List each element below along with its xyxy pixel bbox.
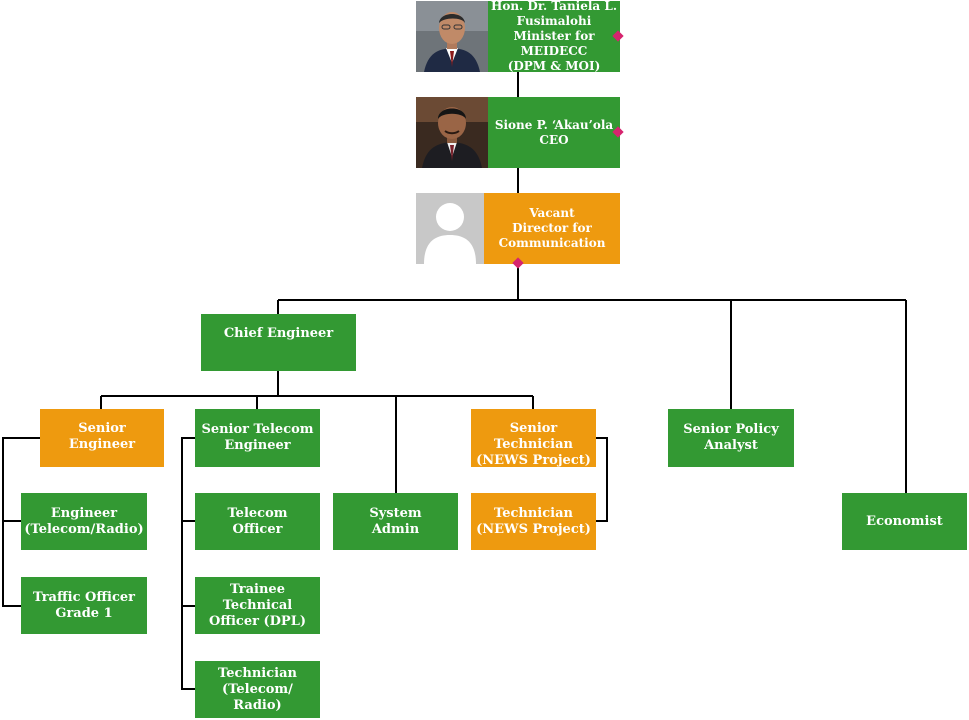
telecom-officer-line2: Officer <box>232 521 283 537</box>
director-line2: Director for <box>512 221 592 235</box>
director-line1: Vacant <box>529 206 575 220</box>
technician-telecom-box: Technician (Telecom/ Radio) <box>195 661 320 718</box>
trainee-technical-officer-box: Trainee Technical Officer (DPL) <box>195 577 320 634</box>
minister-label: Hon. Dr. Taniela L. Fusimalohi Minister … <box>488 0 620 73</box>
minister-title: Minister for MEIDECC <box>513 29 595 58</box>
minister-subtitle: (DPM & MOI) <box>507 59 601 73</box>
engineer-line1: Engineer <box>50 505 118 521</box>
economist-box: Economist <box>842 493 967 550</box>
connector-senior-telecom-branch <box>181 437 195 690</box>
senior-technician-line2: (NEWS Project) <box>476 453 591 468</box>
senior-engineer-label: Senior Engineer <box>68 421 136 452</box>
ceo-label: Sione P. ‘Akau’ola CEO <box>488 97 620 168</box>
connector-senior-technician-branch <box>596 437 608 522</box>
technician-telecom-line3: Radio) <box>233 697 282 713</box>
chief-engineer-box: Chief Engineer <box>201 314 356 371</box>
senior-policy-analyst-line1: Senior Policy <box>683 422 779 437</box>
trainee-technical-officer-line2: Officer (DPL) <box>209 613 306 629</box>
technician-news-box: Technician (NEWS Project) <box>471 493 596 550</box>
traffic-officer-line2: Grade 1 <box>55 605 113 621</box>
ceo-name: Sione P. ‘Akau’ola <box>494 117 614 132</box>
system-admin-line1: System <box>369 505 422 521</box>
senior-policy-analyst-box: Senior Policy Analyst <box>668 409 794 467</box>
telecom-officer-box: Telecom Officer <box>195 493 320 550</box>
technician-news-line2: (NEWS Project) <box>476 521 591 537</box>
traffic-officer-line1: Traffic Officer <box>32 589 136 605</box>
technician-news-line1: Technician <box>494 505 573 521</box>
minister-box: Hon. Dr. Taniela L. Fusimalohi Minister … <box>416 0 620 73</box>
senior-telecom-engineer-line1: Senior Telecom <box>201 422 314 437</box>
person-photo-minister <box>416 1 488 72</box>
ceo-title: CEO <box>539 132 569 147</box>
engineer-line2: (Telecom/Radio) <box>24 521 144 537</box>
telecom-officer-line1: Telecom <box>227 505 288 521</box>
senior-technician-line1: Senior Technician <box>494 421 573 452</box>
economist-label: Economist <box>866 513 943 529</box>
placeholder-avatar <box>416 193 484 264</box>
trainee-technical-officer-line1: Trainee Technical <box>222 581 293 613</box>
engineer-box: Engineer (Telecom/Radio) <box>21 493 147 550</box>
minister-name-line1: Hon. Dr. Taniela L. <box>490 0 617 13</box>
technician-telecom-line2: (Telecom/ <box>222 681 293 697</box>
chief-engineer-label: Chief Engineer <box>223 326 334 341</box>
system-admin-line2: Admin <box>371 521 420 537</box>
traffic-officer-box: Traffic Officer Grade 1 <box>21 577 147 634</box>
director-line3: Communication <box>498 236 606 250</box>
technician-telecom-line1: Technician <box>218 665 297 681</box>
senior-policy-analyst-line2: Analyst <box>704 438 758 453</box>
senior-technician-box: Senior Technician (NEWS Project) <box>471 409 596 468</box>
senior-telecom-engineer-line2: Engineer <box>224 438 291 453</box>
system-admin-box: System Admin <box>333 493 458 550</box>
director-box: Vacant Director for Communication <box>416 193 620 264</box>
minister-name-line2: Fusimalohi <box>516 14 592 28</box>
senior-telecom-engineer-box: Senior Telecom Engineer <box>195 409 320 467</box>
senior-engineer-box: Senior Engineer <box>40 409 164 467</box>
director-label: Vacant Director for Communication <box>484 193 620 264</box>
person-photo-ceo <box>416 97 488 168</box>
ceo-box: Sione P. ‘Akau’ola CEO <box>416 97 620 168</box>
